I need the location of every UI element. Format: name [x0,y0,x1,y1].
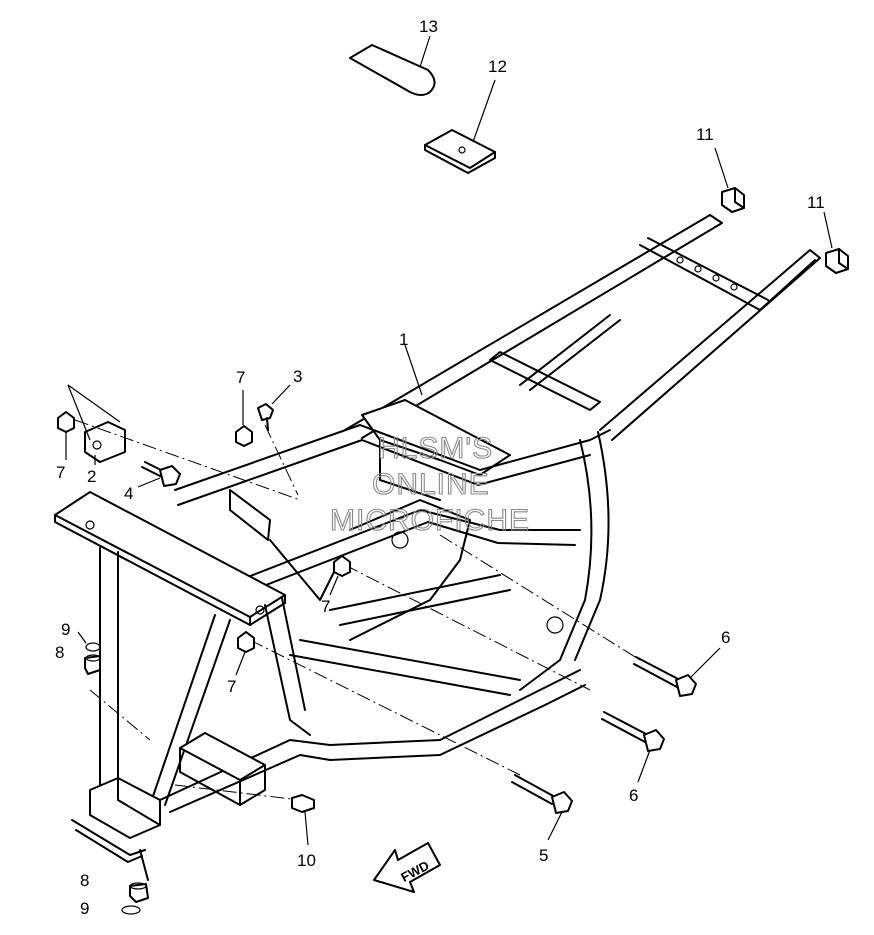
callout-2: 2 [87,467,96,486]
part-13-pad [349,35,436,96]
assembly-lines [74,419,641,801]
callout-6: 6 [629,786,638,805]
watermark-line-3: MICROFICHE [330,504,530,537]
callout-5: 5 [539,846,548,865]
part-5-bolt [511,774,573,841]
part-8-grommet-upper [84,654,101,675]
part-1-frame [54,214,821,881]
callout-6: 6 [721,628,730,647]
callout-8: 8 [55,643,64,662]
fwd-arrow: FWD [373,842,441,893]
callout-7: 7 [321,597,330,616]
callout-8: 8 [80,871,89,890]
callout-13: 13 [419,17,438,36]
callout-7: 7 [56,463,65,482]
part-7-nut-top [235,390,253,447]
watermark-line-2: ONLINE [372,468,490,501]
part-6-bolt-lower [601,711,665,783]
callout-7: 7 [227,677,236,696]
part-12-plate [424,79,496,174]
part-7-nut-lower [235,631,255,676]
watermark: HLSM'S ONLINE MICROFICHE [329,431,530,537]
part-7-nut-mid [329,555,351,596]
callout-4: 4 [124,484,133,503]
callout-11: 11 [807,193,825,212]
part-11-caps [714,147,849,274]
part-6-bolt-upper [633,647,721,697]
callouts: 13 12 11 11 1 7 3 7 2 4 7 9 8 7 6 6 5 10… [55,17,825,918]
part-8-grommet-lower [129,882,149,903]
callout-1: 1 [399,330,408,349]
part-3-bolt [257,384,291,431]
callout-3: 3 [293,367,302,386]
callout-7: 7 [236,368,245,387]
callout-9: 9 [61,620,70,639]
watermark-line-1: HLSM'S [378,432,493,465]
part-9-ring-lower [121,905,141,915]
part-2-bracket [84,421,126,465]
part-9-ring-upper [77,631,101,652]
callout-9: 9 [80,899,89,918]
callout-12: 12 [488,57,507,76]
part-10-screw [291,794,315,846]
callout-10: 10 [297,851,316,870]
callout-11: 11 [696,125,714,144]
part-7-bracket-leader [67,384,121,441]
part-7-nut-left [57,411,75,460]
part-4-bolt [137,461,181,488]
